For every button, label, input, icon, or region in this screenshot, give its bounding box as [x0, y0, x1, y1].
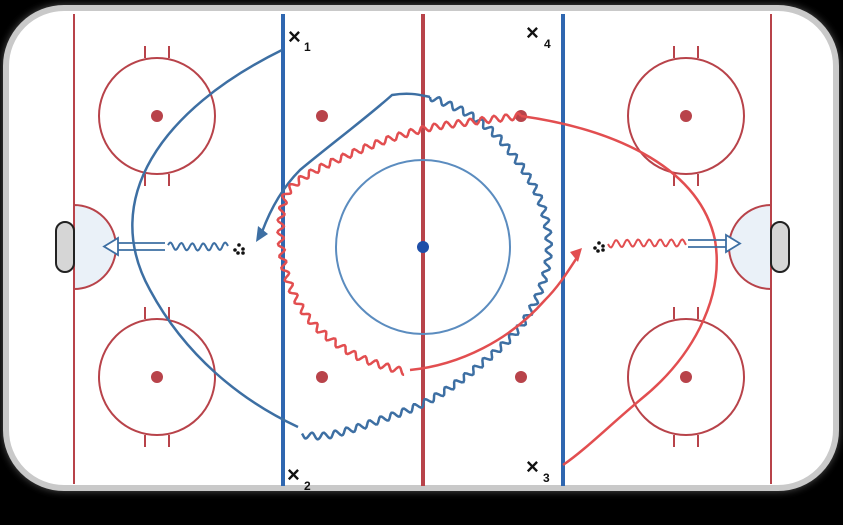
svg-text:×: ×	[526, 20, 539, 45]
svg-text:3: 3	[543, 471, 550, 485]
dotted-marks-left	[233, 243, 245, 255]
neutral-dot-left-bottom	[316, 371, 328, 383]
center-faceoff-dot	[417, 241, 429, 253]
shot-wavy-left	[167, 241, 229, 252]
player-x4: × 4	[526, 20, 551, 51]
player-x3: × 3	[526, 454, 550, 485]
arrowhead-blue-left	[256, 226, 268, 242]
dotted-marks-right	[593, 241, 605, 253]
neutral-dot-left-top	[316, 110, 328, 122]
svg-text:1: 1	[304, 40, 311, 54]
puck-carry-path-red-wavy	[276, 111, 522, 377]
pass-arrow-right	[688, 233, 742, 254]
goal-net-right	[770, 221, 790, 273]
svg-text:4: 4	[544, 37, 551, 51]
faceoff-circle-right-top	[627, 46, 745, 186]
skate-path-x1-to-x2	[131, 48, 299, 429]
player-x1: × 1	[288, 24, 311, 54]
svg-text:2: 2	[304, 479, 311, 493]
faceoff-circle-right-bottom	[627, 307, 745, 447]
goal-crease-right	[728, 203, 790, 291]
shot-wavy-right	[607, 238, 687, 249]
arrowhead-red-right	[570, 248, 582, 262]
goal-net-left	[55, 221, 75, 273]
faceoff-circle-left-bottom	[98, 307, 216, 447]
skate-path-red-to-right-dots	[409, 255, 580, 372]
faceoff-circle-left-top	[98, 46, 216, 186]
skate-path-blue-to-left-dots	[260, 92, 431, 233]
center-circle	[335, 159, 511, 335]
neutral-dot-right-bottom	[515, 371, 527, 383]
svg-text:×: ×	[526, 454, 539, 479]
pass-arrow-left	[102, 236, 165, 257]
skate-path-red-right-zone	[520, 114, 718, 467]
player-x2: × 2	[287, 462, 311, 493]
svg-text:×: ×	[288, 24, 301, 49]
svg-text:×: ×	[287, 462, 300, 487]
